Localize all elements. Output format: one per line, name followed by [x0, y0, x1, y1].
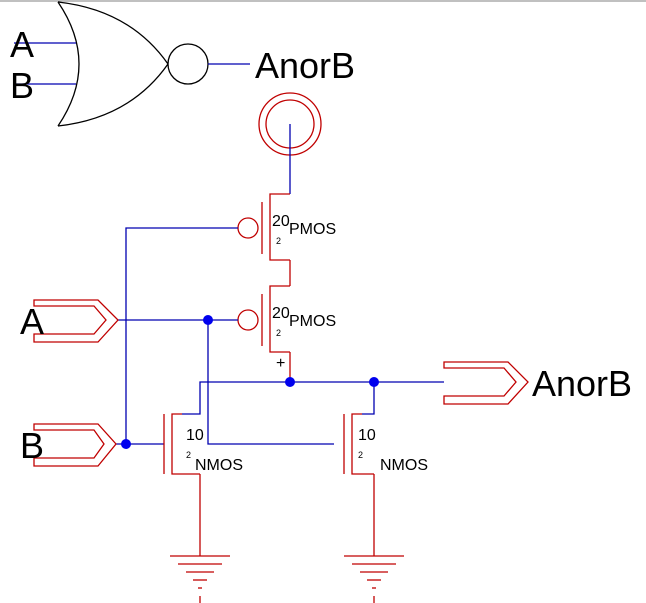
nmos-right-type: NMOS [380, 457, 428, 474]
nmos-left-transistor [163, 413, 200, 475]
pin-label-a: A [20, 301, 44, 342]
output-pin-anorb [443, 361, 529, 405]
symbol-label-out: AnorB [255, 45, 355, 86]
pmos-bottom-width: 20 [272, 305, 290, 322]
input-pin-b [33, 423, 117, 467]
nmos-left-width: 10 [186, 427, 204, 444]
ground-symbol-right [344, 555, 404, 603]
junction-dot-out-center [285, 377, 295, 387]
nor-gate-inversion-bubble [167, 43, 209, 85]
junction-dot-a [203, 315, 213, 325]
gate-wire-a-nmos [207, 320, 334, 445]
symbol-label-a: A [10, 24, 34, 65]
pin-label-b: B [20, 425, 44, 466]
nmos-right-transistor [343, 413, 374, 475]
pmos-bottom-transistor [237, 285, 290, 353]
gate-wire-b-pmos [125, 227, 238, 444]
nor-gate-back-curve [57, 1, 80, 127]
pmos-top-type: PMOS [289, 221, 336, 238]
symbol-label-b: B [10, 65, 34, 106]
nmos-left-length: 2 [186, 450, 191, 460]
input-pin-a [33, 299, 119, 343]
nmos-right-width: 10 [358, 427, 376, 444]
pmos-top-width: 20 [272, 213, 290, 230]
nmos-right-length: 2 [358, 450, 363, 460]
pin-label-anorb: AnorB [532, 363, 632, 404]
nmos-right-drain-wire [362, 382, 375, 415]
plus-marker: + [276, 355, 285, 372]
pmos-bottom-type: PMOS [289, 313, 336, 330]
nmos-left-type: NMOS [195, 457, 243, 474]
junction-dot-out-right [369, 377, 379, 387]
nor-gate-top-curve [57, 1, 169, 65]
pmos-bottom-length: 2 [276, 328, 281, 338]
ground-symbol-left [170, 555, 230, 603]
pmos-top-length: 2 [276, 236, 281, 246]
junction-dot-b [121, 439, 131, 449]
nor-gate-symbol [57, 1, 209, 127]
nor-gate-bottom-curve [57, 63, 169, 127]
nmos-left-drain-wire [182, 381, 290, 415]
